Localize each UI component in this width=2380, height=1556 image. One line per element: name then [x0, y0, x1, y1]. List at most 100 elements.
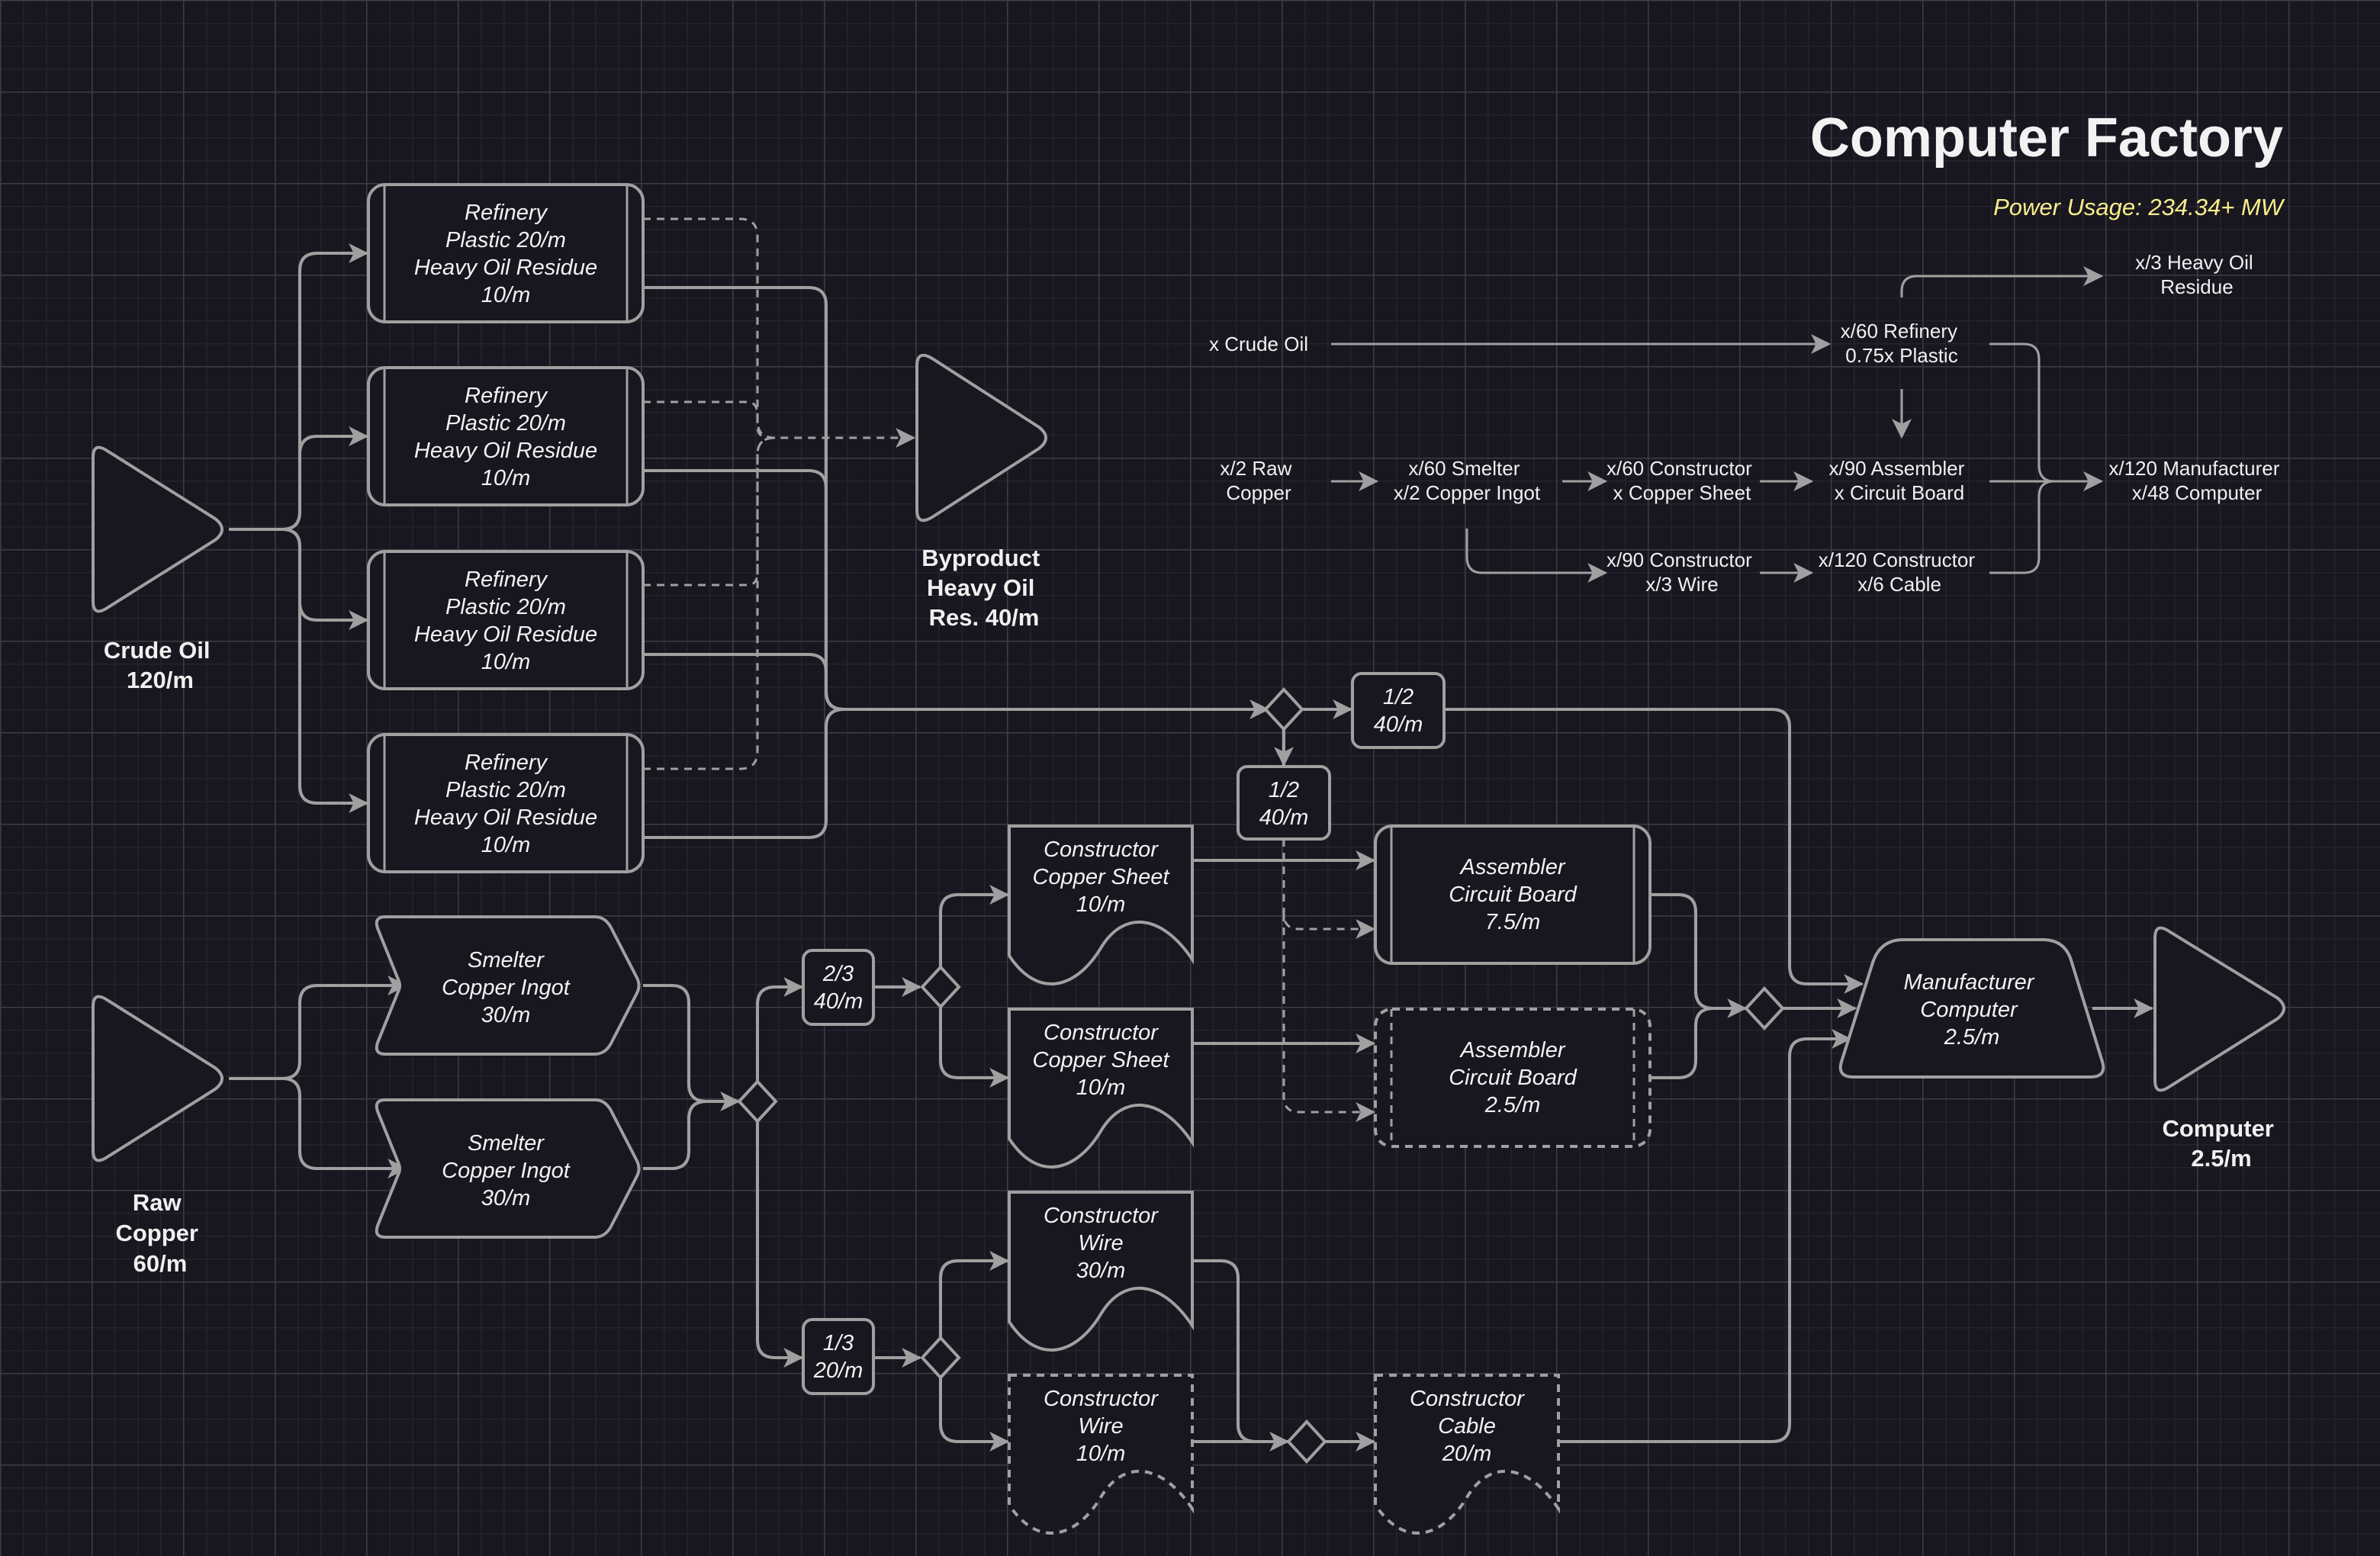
- refinery-line-3: Heavy Oil Residue: [414, 439, 597, 463]
- junction-circuit-merge: [1744, 986, 1785, 1030]
- sink-computer[interactable]: Computer 2.5/m: [2153, 926, 2285, 1172]
- svg-text:Byproduct Heavy Oil: Byproduct Heavy Oil Res. 40/m: [921, 545, 1047, 631]
- legend-assembler-1: x/90 Assembler: [1829, 457, 1965, 480]
- refinery-box[interactable]: [367, 366, 645, 506]
- edge-residue-2: [643, 400, 771, 439]
- crude-oil-label: Crude Oil: [104, 637, 211, 664]
- assembler-box[interactable]: [1374, 825, 1652, 965]
- split-rect[interactable]: [1237, 765, 1331, 841]
- constructor-line-2: Wire: [1078, 1231, 1123, 1255]
- edge-copper-to-smelter-1: [229, 976, 408, 1080]
- smelter-shape[interactable]: [375, 1098, 641, 1239]
- edge-plastic-4: [643, 708, 844, 839]
- raw-copper-triangle[interactable]: [92, 995, 224, 1162]
- assembler-line-3: 7.5/m: [1485, 910, 1541, 934]
- sink-byproduct[interactable]: Byproduct Heavy Oil Res. 40/m: [915, 353, 1047, 631]
- refinery-line-1: Refinery: [465, 751, 548, 775]
- legend-heavy-oil-1: x/3 Heavy Oil: [2135, 251, 2253, 274]
- split-rect[interactable]: [802, 949, 875, 1026]
- split-half-down-line-2: 40/m: [1259, 805, 1308, 830]
- legend-manufacturer-1: x/120 Manufacturer: [2108, 457, 2279, 480]
- manufacturer-rate: 2.5/m: [1944, 1025, 2000, 1050]
- svg-text:x/120 Manufacturer x/48: x/120 Manufacturer x/48 Computer: [2108, 457, 2285, 504]
- constructor-shape[interactable]: [1008, 1374, 1194, 1535]
- source-crude-oil[interactable]: Crude Oil 120/m: [92, 445, 224, 693]
- smelter-line-2: Copper Ingot: [442, 1159, 571, 1183]
- split-half-right-line-2: 40/m: [1374, 712, 1423, 737]
- edge-cable-to-manufacturer: [1558, 1029, 1852, 1443]
- constructor-shape[interactable]: [1374, 1374, 1560, 1535]
- edge-ingot-to-1-3: [756, 1121, 804, 1368]
- split-rect[interactable]: [802, 1318, 875, 1395]
- refinery-box[interactable]: [367, 183, 645, 323]
- page-title: Computer Factory: [1810, 108, 2283, 169]
- refinery-line-2: Plastic 20/m: [445, 778, 566, 802]
- constructor-line-3: 10/m: [1076, 1442, 1125, 1466]
- refinery-line-3: Heavy Oil Residue: [414, 256, 597, 280]
- legend-refinery-2: 0.75x Plastic: [1845, 344, 1957, 367]
- manufacturer-node[interactable]: Manufacturer Computer 2.5/m: [1838, 938, 2105, 1079]
- smelter-shape[interactable]: [375, 915, 641, 1056]
- constructor-line-3: 10/m: [1076, 1075, 1125, 1100]
- edge-plastic-3: [643, 653, 844, 711]
- legend-constructor-sheet-2: x Copper Sheet: [1613, 481, 1751, 504]
- edge-to-copper-sheet-1: [939, 885, 1010, 967]
- computer-rate: 2.5/m: [2191, 1145, 2251, 1172]
- refinery-line-2: Plastic 20/m: [445, 228, 566, 252]
- svg-text:x/60 Refinery 0.75x Plas: x/60 Refinery 0.75x Plastic: [1841, 320, 1963, 367]
- assembler-box[interactable]: [1374, 1008, 1652, 1148]
- refinery-box[interactable]: [367, 733, 645, 873]
- crude-oil-triangle[interactable]: [92, 445, 224, 613]
- smelter-line-2: Copper Ingot: [442, 976, 571, 1000]
- split-1-3-line-1: 1/3: [823, 1331, 854, 1355]
- raw-copper-rate: 60/m: [133, 1250, 188, 1277]
- junction-sheet-split: [920, 965, 961, 1009]
- constructor-shape[interactable]: [1008, 1008, 1194, 1169]
- edge-copper-to-smelter-2: [281, 1077, 408, 1178]
- legend-constructor-wire-2: x/3 Wire: [1645, 573, 1718, 596]
- refinery-box[interactable]: [367, 550, 645, 690]
- manufacturer-shape[interactable]: [1838, 938, 2105, 1079]
- junction-plastic-merge: [1263, 687, 1304, 731]
- constructor-line-1: Constructor: [1410, 1387, 1525, 1411]
- constructor-line-1: Constructor: [1044, 1021, 1159, 1045]
- computer-triangle[interactable]: [2153, 926, 2285, 1092]
- source-raw-copper[interactable]: Raw Copper 60/m: [92, 995, 224, 1277]
- legend-crude-oil: x Crude Oil: [1209, 333, 1308, 355]
- constructor-shape[interactable]: [1008, 825, 1194, 985]
- edge-to-wire-2: [939, 1378, 1010, 1452]
- constructor-line-2: Wire: [1078, 1414, 1123, 1439]
- edge-smelter-2-out: [643, 1100, 707, 1170]
- legend-constructor-cable-1: x/120 Constructor: [1819, 548, 1976, 571]
- constructor-line-2: Copper Sheet: [1033, 865, 1171, 889]
- byproduct-triangle[interactable]: [915, 353, 1047, 522]
- svg-text:1/240/m: 1/240/m: [1259, 778, 1308, 830]
- assembler-line-2: Circuit Board: [1449, 882, 1577, 907]
- constructor-shape[interactable]: [1008, 1191, 1194, 1352]
- crude-oil-rate: 120/m: [127, 667, 194, 693]
- split-rect[interactable]: [1351, 672, 1446, 749]
